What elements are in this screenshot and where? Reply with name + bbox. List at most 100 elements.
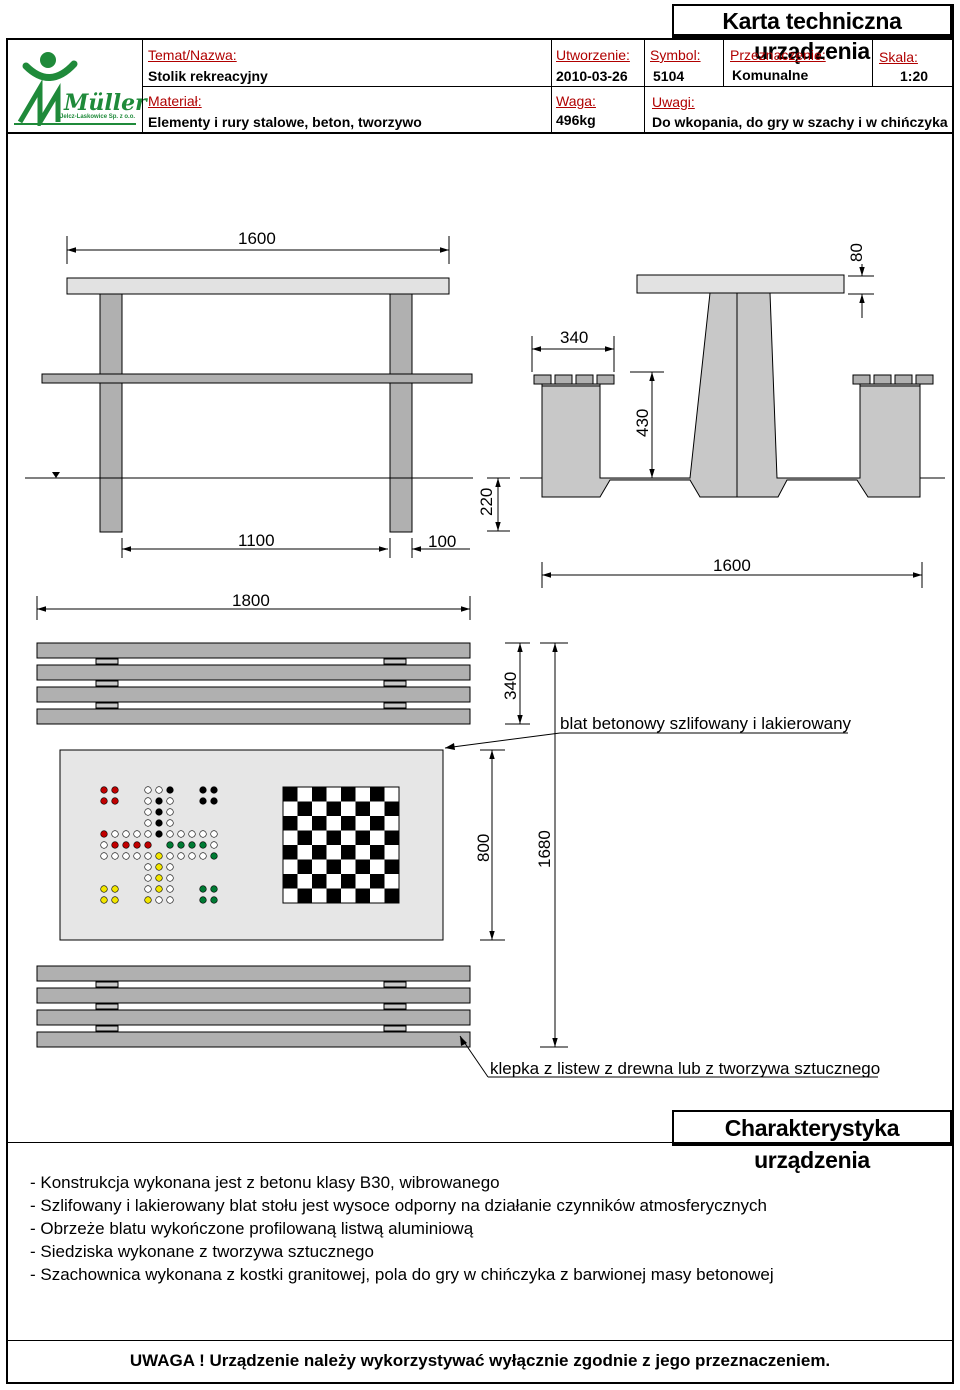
material-label: Materiał: <box>148 93 202 109</box>
chess-square <box>326 859 341 874</box>
front-leg-left <box>99 293 123 533</box>
characteristics-line-5: - Szachownica wykonana z kostki granitow… <box>30 1265 774 1284</box>
ludo-field <box>144 885 152 893</box>
section-divider <box>8 1142 952 1143</box>
ludo-field <box>166 885 174 893</box>
ludo-field <box>111 797 119 805</box>
symbol-value: 5104 <box>653 68 685 84</box>
chess-square <box>341 845 356 860</box>
ludo-field <box>144 808 152 816</box>
ludo-field <box>100 852 108 860</box>
name-label: Temat/Nazwa: <box>148 47 237 63</box>
chess-square <box>297 859 312 874</box>
chess-square <box>283 787 298 802</box>
chess-square <box>370 816 385 831</box>
ludo-field <box>155 797 163 805</box>
material-value: Elementy i rury stalowe, beton, tworzywo <box>148 114 422 130</box>
ludo-field <box>188 852 196 860</box>
ludo-field <box>100 797 108 805</box>
chess-square <box>370 874 385 889</box>
front-leg-right <box>389 293 413 533</box>
chessboard <box>282 786 400 904</box>
chess-square <box>384 801 399 816</box>
chess-square <box>341 874 356 889</box>
ludo-field <box>155 885 163 893</box>
ludo-field <box>210 896 218 904</box>
chess-square <box>297 801 312 816</box>
ludo-field <box>111 896 119 904</box>
chess-square <box>341 787 356 802</box>
footer-divider <box>8 1340 952 1341</box>
front-tabletop <box>66 277 450 295</box>
ludo-field <box>144 896 152 904</box>
ludo-field <box>166 841 174 849</box>
chess-square <box>370 845 385 860</box>
scale-label: Skala: <box>879 49 918 65</box>
ludo-field <box>144 863 152 871</box>
ludo-field <box>199 852 207 860</box>
ludo-field <box>199 797 207 805</box>
purpose-label: Przeznaczenie: <box>730 47 826 63</box>
ludo-field <box>177 841 185 849</box>
ludo-field <box>166 863 174 871</box>
chess-square <box>370 787 385 802</box>
chess-square <box>312 874 327 889</box>
chess-square <box>312 816 327 831</box>
dim-bench-depth: 340 <box>501 672 520 700</box>
ludo-field <box>210 797 218 805</box>
purpose-value: Komunalne <box>732 67 809 83</box>
ludo-field <box>166 874 174 882</box>
side-pedestal <box>541 292 940 498</box>
dim-top-thickness: 80 <box>847 243 866 262</box>
usage-warning: UWAGA ! Urządzenie należy wykorzystywać … <box>129 1351 831 1370</box>
notes-value: Do wkopania, do gry w szachy i w chińczy… <box>652 114 948 130</box>
ludo-field <box>144 852 152 860</box>
chess-square <box>297 888 312 903</box>
note-tabletop: blat betonowy szlifowany i lakierowany <box>560 714 852 733</box>
ludo-field <box>100 830 108 838</box>
chess-square <box>312 787 327 802</box>
ludo-field <box>144 797 152 805</box>
ludo-field <box>166 808 174 816</box>
ludo-field <box>122 830 130 838</box>
ludo-field <box>144 874 152 882</box>
note-bench: klepka z listew z drewna lub z tworzywa … <box>490 1059 880 1078</box>
ludo-field <box>210 852 218 860</box>
ludo-field <box>177 830 185 838</box>
ludo-field <box>133 852 141 860</box>
characteristics-line-1: - Konstrukcja wykonana jest z betonu kla… <box>30 1173 500 1192</box>
ludo-field <box>155 863 163 871</box>
chess-square <box>326 830 341 845</box>
ludo-field <box>177 852 185 860</box>
chess-square <box>283 816 298 831</box>
chess-square <box>384 888 399 903</box>
dim-side-width: 1600 <box>713 556 751 575</box>
chess-square <box>355 859 370 874</box>
ludo-field <box>100 786 108 794</box>
ludo-field <box>100 885 108 893</box>
front-view <box>25 277 473 533</box>
chess-square <box>283 874 298 889</box>
dim-leg-span: 1100 <box>238 531 275 550</box>
ludo-field <box>210 830 218 838</box>
ludo-field <box>199 830 207 838</box>
ludo-field <box>199 786 207 794</box>
symbol-label: Symbol: <box>650 47 701 63</box>
header-block: Müller Jelcz-Laskowice Sp. z o.o. Temat/… <box>8 40 952 134</box>
ludo-field <box>100 896 108 904</box>
company-logo: Müller Jelcz-Laskowice Sp. z o.o. <box>12 44 147 132</box>
dim-leg-width: 100 <box>428 532 456 551</box>
chess-square <box>355 888 370 903</box>
ludo-field <box>111 786 119 794</box>
sheet-frame <box>6 38 954 1384</box>
dim-top-width: 1600 <box>238 229 276 248</box>
ludo-field <box>166 896 174 904</box>
logo-text: Müller <box>64 90 147 116</box>
characteristics-title: Charakterystyka urządzenia <box>672 1110 954 1173</box>
ludo-field <box>155 896 163 904</box>
ludo-board <box>100 786 218 904</box>
chess-square <box>326 888 341 903</box>
chess-square <box>355 801 370 816</box>
ludo-field <box>188 830 196 838</box>
ludo-field <box>155 874 163 882</box>
